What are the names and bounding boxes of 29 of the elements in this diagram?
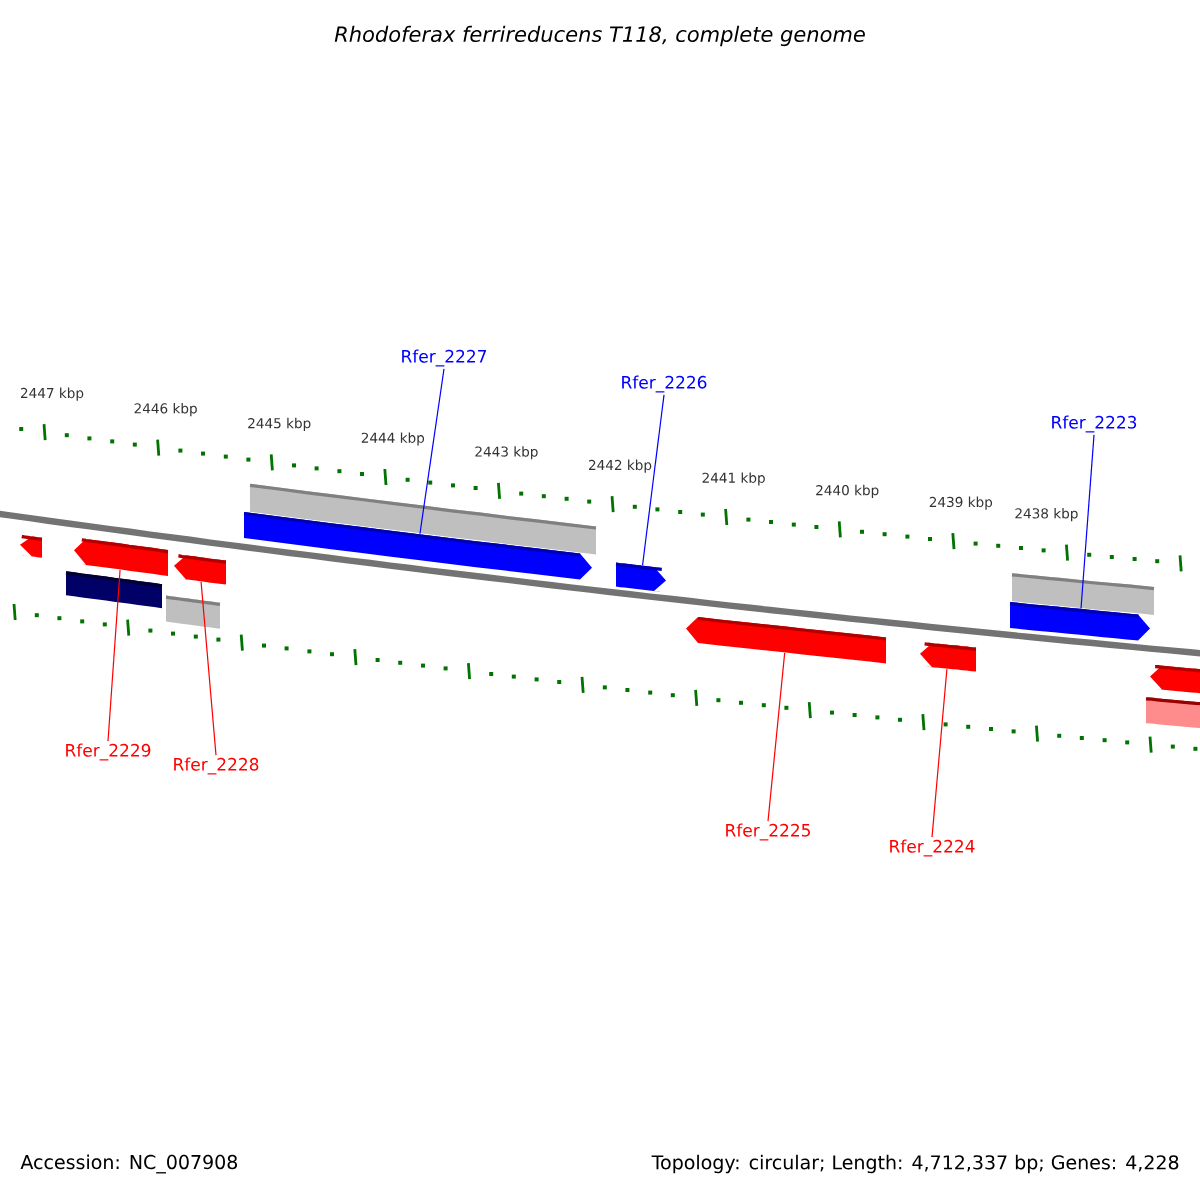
gene-block — [174, 554, 227, 585]
gene-label: Rfer_2226 — [622, 375, 707, 393]
leader-line — [767, 652, 786, 822]
genome-summary-text: Topology: circular; Length: 4,712,337 bp; Genes: 4,228 — [651, 1154, 1179, 1174]
gene-label: Rfer_2224 — [890, 839, 975, 857]
accession-text: Accession: NC_007908 — [20, 1154, 238, 1174]
leader-line — [641, 394, 665, 566]
gene-bar — [165, 595, 221, 629]
gene-block — [615, 562, 666, 592]
gene-block — [920, 642, 977, 672]
gene-label: Rfer_2225 — [726, 823, 810, 841]
title: Rhodoferax ferrireducens T118, complete genome — [334, 25, 865, 47]
gene-block — [20, 535, 43, 558]
gene-bar — [65, 571, 163, 609]
gene-bar — [1011, 573, 1155, 615]
gene-block — [686, 617, 887, 664]
leader-line — [931, 668, 948, 838]
gene-bar — [1145, 697, 1200, 730]
leader-line — [107, 569, 121, 742]
gene-label: Rfer_2223 — [1052, 415, 1137, 433]
leader-line — [200, 581, 217, 756]
gene-label: Rfer_2229 — [66, 743, 151, 761]
leader-line — [419, 368, 445, 535]
gene-label: Rfer_2227 — [402, 349, 487, 367]
gene-block — [1150, 665, 1200, 695]
gene-label: Rfer_2228 — [174, 757, 259, 775]
leader-line — [1080, 434, 1095, 610]
gene-bar — [249, 483, 597, 555]
gene-block — [74, 538, 169, 576]
